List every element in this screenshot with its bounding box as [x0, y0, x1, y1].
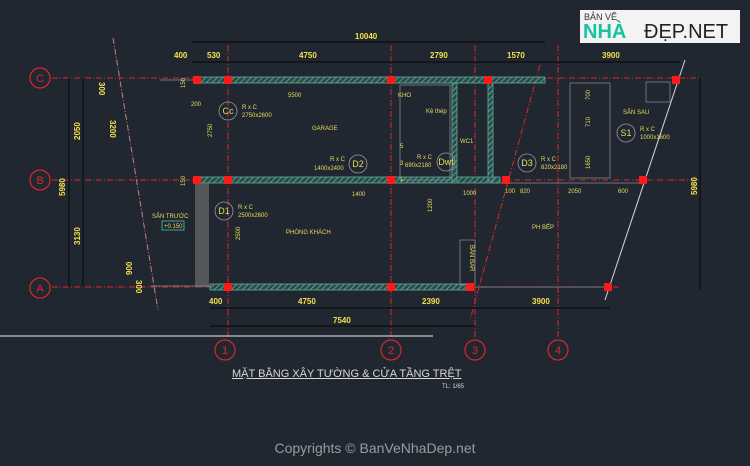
svg-text:R x C: R x C [640, 127, 656, 133]
svg-text:2500x2600: 2500x2600 [238, 213, 268, 219]
drawing-title: MẶT BẰNG XÂY TƯỜNG & CỬA TẦNG TRỆT [232, 368, 462, 380]
svg-text:300: 300 [97, 82, 106, 96]
svg-text:300: 300 [134, 280, 143, 294]
svg-text:900: 900 [125, 261, 134, 275]
svg-text:2050: 2050 [73, 122, 82, 140]
room-ph-bep: PH BẾP [532, 224, 554, 231]
door-tag-Dwt: Dwt R x C 690x2180 [405, 152, 456, 172]
grid-bubble-1: 1 [214, 339, 236, 361]
svg-text:5980: 5980 [690, 177, 699, 195]
room-phong-khach: PHÒNG KHÁCH [286, 229, 331, 236]
grid-bubble-4: 4 [547, 339, 569, 361]
svg-text:400: 400 [209, 297, 223, 306]
svg-text:R x C: R x C [417, 155, 433, 161]
svg-text:3900: 3900 [602, 51, 620, 60]
svg-text:3: 3 [400, 161, 404, 167]
svg-text:2790: 2790 [430, 51, 448, 60]
svg-text:B: B [36, 175, 43, 187]
svg-text:2750x2600: 2750x2600 [242, 113, 272, 119]
svg-text:1: 1 [400, 177, 404, 183]
drawing-scale: TL: 1/65 [442, 384, 465, 390]
svg-text:2: 2 [388, 345, 394, 357]
room-san-sau: SÂN SAU [623, 109, 649, 116]
svg-text:Cc: Cc [223, 106, 234, 116]
columns [193, 76, 680, 291]
svg-text:A: A [36, 283, 44, 295]
room-wc1: WC1 [460, 139, 474, 145]
door-tag-S1: S1 R x C 1000x1600 [616, 123, 670, 143]
svg-text:5500: 5500 [288, 93, 302, 99]
svg-text:2390: 2390 [422, 297, 440, 306]
room-ke-thep: Kệ thép [426, 109, 447, 115]
dimension-texts: 10040 400 530 4750 2790 1570 3900 2050 3… [58, 32, 699, 325]
door-tag-D1: D1 R x C 2500x2600 [214, 201, 268, 221]
room-san-truoc: SÂN TRƯỚC [152, 213, 189, 220]
svg-text:710: 710 [586, 116, 592, 127]
svg-text:R x C: R x C [541, 157, 557, 163]
svg-text:1: 1 [222, 345, 228, 357]
level-marker: +0.150 [164, 224, 183, 230]
svg-text:600: 600 [618, 189, 629, 195]
svg-text:1570: 1570 [507, 51, 525, 60]
svg-text:2750: 2750 [208, 123, 214, 137]
svg-text:200: 200 [191, 102, 202, 108]
door-tag-Cc: Cc R x C 2750x2600 [218, 101, 272, 121]
svg-text:D3: D3 [521, 158, 533, 168]
svg-text:820: 820 [520, 189, 531, 195]
svg-text:700: 700 [586, 89, 592, 100]
svg-text:3200: 3200 [108, 120, 117, 138]
svg-text:7540: 7540 [333, 316, 351, 325]
svg-text:Dwt: Dwt [438, 157, 454, 167]
svg-text:1000x1600: 1000x1600 [640, 135, 670, 141]
svg-text:5: 5 [400, 144, 404, 150]
walls [150, 59, 686, 301]
svg-text:R x C: R x C [242, 105, 258, 111]
dimension-lines [0, 41, 701, 337]
svg-text:R x C: R x C [330, 157, 346, 163]
svg-text:5980: 5980 [58, 178, 67, 196]
svg-text:3900: 3900 [532, 297, 550, 306]
svg-text:690x2180: 690x2180 [405, 163, 432, 169]
grid-bubble-A: A [29, 277, 51, 299]
svg-text:D1: D1 [218, 206, 230, 216]
room-garage: GARAGE [312, 126, 338, 132]
svg-text:1000: 1000 [463, 191, 477, 197]
svg-text:S1: S1 [620, 128, 631, 138]
grid-bubble-B: B [29, 169, 51, 191]
svg-text:150: 150 [181, 175, 187, 186]
svg-text:2500: 2500 [236, 226, 242, 240]
svg-text:150: 150 [181, 77, 187, 88]
svg-text:4750: 4750 [298, 297, 316, 306]
svg-text:4: 4 [555, 345, 561, 357]
bar-counter: BÀN BAR [468, 245, 475, 272]
dim-overall-top: 10040 [355, 32, 378, 41]
svg-text:1650: 1650 [586, 155, 592, 169]
svg-text:R x C: R x C [238, 205, 254, 211]
svg-text:2050: 2050 [568, 189, 582, 195]
svg-text:1200: 1200 [428, 198, 434, 212]
svg-text:C: C [36, 73, 44, 85]
svg-text:400: 400 [174, 51, 188, 60]
site-logo: BẢN VẼ NHÀ ĐẸP.NET [580, 10, 740, 43]
room-kho: KHO [398, 93, 411, 99]
svg-text:3130: 3130 [73, 227, 82, 245]
svg-text:3: 3 [472, 345, 478, 357]
door-tag-D2: D2 R x C 1400x2400 [314, 154, 368, 174]
room-labels: GARAGE KHO Kệ thép WC1 SÂN SAU PHÒNG KHÁ… [152, 93, 649, 272]
svg-text:D2: D2 [352, 159, 364, 169]
svg-text:820x2180: 820x2180 [541, 165, 568, 171]
svg-text:1400: 1400 [352, 192, 366, 198]
grid-bubble-2: 2 [380, 339, 402, 361]
svg-text:530: 530 [207, 51, 221, 60]
svg-text:100: 100 [505, 189, 516, 195]
grid-bubble-3: 3 [464, 339, 486, 361]
copyright-watermark: Copyrights © BanVeNhaDep.net [274, 440, 476, 456]
grid-bubble-C: C [29, 67, 51, 89]
svg-text:4750: 4750 [299, 51, 317, 60]
svg-text:1400x2400: 1400x2400 [314, 166, 344, 172]
door-tag-D3: D3 R x C 820x2180 [517, 153, 568, 173]
